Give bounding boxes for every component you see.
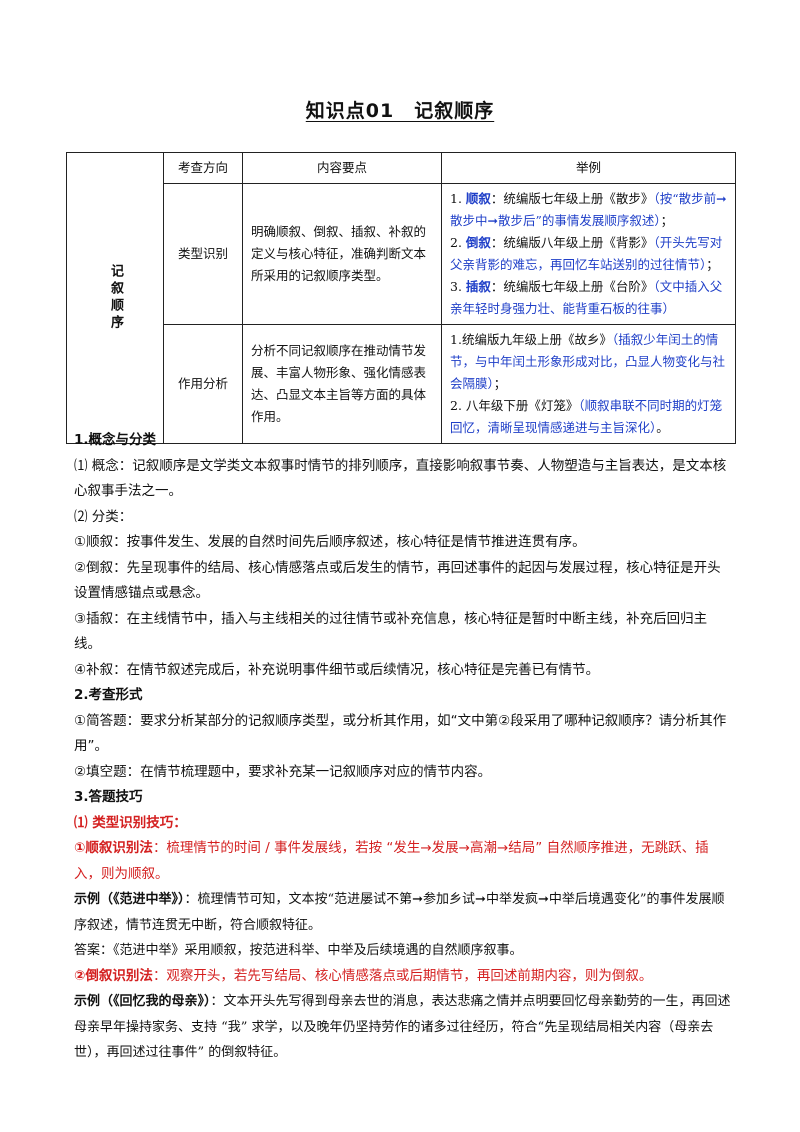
cell-examples: 1.统编版九年级上册《故乡》（插叙少年闰土的情节，与中年闰土形象形成对比，凸显人… bbox=[441, 324, 736, 444]
example-paragraph: 示例（《回忆我的母亲》）：文本开头先写得到母亲去世的消息，表达悲痛之情并点明要回… bbox=[74, 994, 731, 1060]
paragraph: ②填空题：在情节梳理题中，要求补充某一记叙顺序对应的情节内容。 bbox=[74, 763, 492, 780]
paragraph: ①简答题：要求分析某部分的记叙顺序类型，或分析其作用，如“文中第②段采用了哪种记… bbox=[74, 712, 727, 755]
header-example: 举例 bbox=[441, 152, 736, 184]
section-heading: 2.考查形式 bbox=[74, 687, 143, 703]
cell-examples: 1. 顺叙：统编版七年级上册《散步》（按“散步前➞散步中➞散步后”的事情发展顺序… bbox=[441, 183, 736, 325]
row-header: 记叙顺序 bbox=[66, 152, 164, 444]
example-item: 3. 插叙：统编版七年级上册《台阶》（文中插入父亲年轻时身强力壮、能背重石板的往… bbox=[450, 279, 723, 316]
paragraph: ⑴ 概念：记叙顺序是文学类文本叙事时情节的排列顺序，直接影响叙事节奏、人物塑造与… bbox=[74, 457, 727, 500]
cell-content: 分析不同记叙顺序在推动情节发展、丰富人物形象、强化情感表达、凸显文本主旨等方面的… bbox=[242, 324, 442, 444]
example-paragraph: 示例（《范进中举》）：梳理情节可知，文本按“范进屡试不第➞参加乡试➞中举发疯➞中… bbox=[74, 892, 725, 933]
example-item: 2. 八年级下册《灯笼》（顺叙串联不同时期的灯笼回忆，清晰呈现情感递进与主旨深化… bbox=[450, 398, 723, 435]
method-paragraph: ①顺叙识别法：梳理情节的时间 / 事件发展线，若按 “发生→发展→高潮→结局” … bbox=[74, 840, 709, 882]
knowledge-table: 记叙顺序 考查方向 内容要点 举例 类型识别 明确顺叙、倒叙、插叙、补叙的定义与… bbox=[66, 152, 736, 444]
paragraph: ⑵ 分类： bbox=[74, 508, 133, 525]
answer-paragraph: 答案：《范进中举》采用顺叙，按范进科举、中举及后续境遇的自然顺序叙事。 bbox=[74, 943, 523, 958]
method-paragraph: ②倒叙识别法：观察开头，若先写结局、核心情感落点或后期情节，再回述前期内容，则为… bbox=[74, 967, 653, 984]
cell-direction: 作用分析 bbox=[163, 324, 243, 444]
paragraph: ④补叙：在情节叙述完成后，补充说明事件细节或后续情况，核心特征是完善已有情节。 bbox=[74, 661, 600, 678]
table-row: 类型识别 明确顺叙、倒叙、插叙、补叙的定义与核心特征，准确判断文本所采用的记叙顺… bbox=[67, 183, 736, 325]
header-content: 内容要点 bbox=[242, 152, 442, 184]
cell-direction: 类型识别 bbox=[163, 183, 243, 325]
example-item: 1. 顺叙：统编版七年级上册《散步》（按“散步前➞散步中➞散步后”的事情发展顺序… bbox=[450, 191, 727, 228]
section-heading: 3.答题技巧 bbox=[74, 789, 143, 805]
table-row: 作用分析 分析不同记叙顺序在推动情节发展、丰富人物形象、强化情感表达、凸显文本主… bbox=[67, 324, 736, 444]
example-item: 1.统编版九年级上册《故乡》（插叙少年闰土的情节，与中年闰土形象形成对比，凸显人… bbox=[450, 332, 726, 391]
document-body: 1.概念与分类 ⑴ 概念：记叙顺序是文学类文本叙事时情节的排列顺序，直接影响叙事… bbox=[74, 428, 734, 1066]
paragraph: ②倒叙：先呈现事件的结局、核心情感落点或后发生的情节，再回述事件的起因与发展过程… bbox=[74, 559, 721, 602]
section-heading: 1.概念与分类 bbox=[74, 432, 157, 448]
subsection-heading: ⑴ 类型识别技巧： bbox=[74, 814, 187, 831]
example-item: 2. 倒叙：统编版八年级上册《背影》（开头先写对父亲背影的难忘，再回忆车站送别的… bbox=[450, 235, 723, 272]
page-title: 知识点01 记叙顺序 bbox=[305, 100, 495, 122]
paragraph: ③插叙：在主线情节中，插入与主线相关的过往情节或补充信息，核心特征是暂时中断主线… bbox=[74, 610, 708, 653]
cell-content: 明确顺叙、倒叙、插叙、补叙的定义与核心特征，准确判断文本所采用的记叙顺序类型。 bbox=[242, 183, 442, 325]
header-direction: 考查方向 bbox=[163, 152, 243, 184]
paragraph: ①顺叙：按事件发生、发展的自然时间先后顺序叙述，核心特征是情节推进连贯有序。 bbox=[74, 534, 586, 550]
